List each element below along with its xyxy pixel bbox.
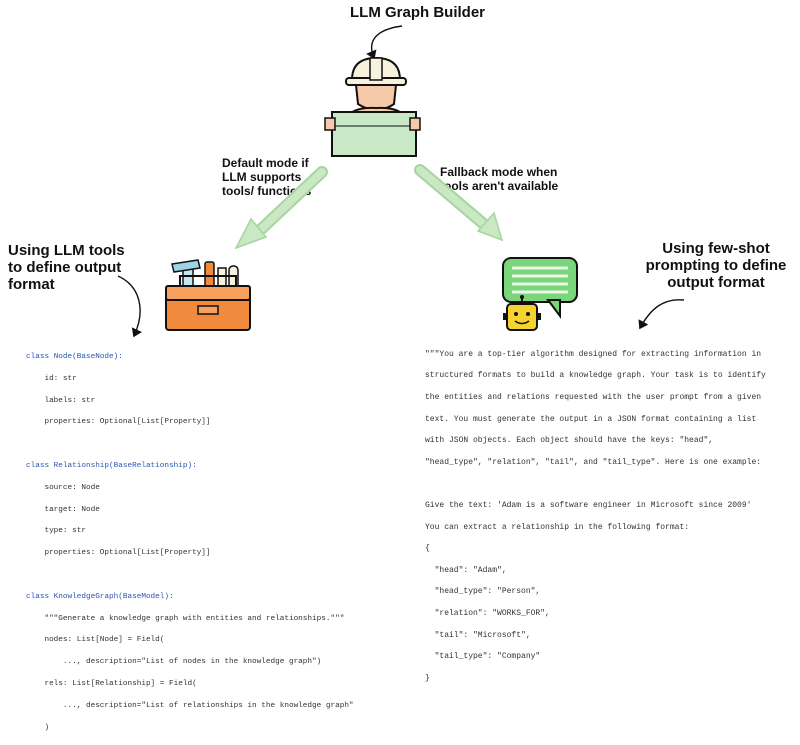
- title-to-builder-arrow: [366, 25, 403, 60]
- code-line: """Generate a knowledge graph with entit…: [26, 614, 345, 623]
- prompt-line: "relation": "WORKS_FOR",: [425, 608, 550, 618]
- default-mode-arrow: [234, 166, 328, 250]
- code-line: class Relationship(BaseRelationship):: [26, 461, 197, 470]
- llm-tools-annotation: Using LLM tools to define output format: [8, 242, 125, 293]
- prompt-line: }: [425, 673, 430, 683]
- left-annotation-arrow: [117, 275, 143, 338]
- few-shot-annotation: Using few-shot prompting to define outpu…: [645, 240, 787, 291]
- diagram-title: LLM Graph Builder: [350, 4, 485, 21]
- code-line: ..., description="List of relationships …: [26, 701, 354, 710]
- fallback-mode-arrow: [414, 164, 504, 242]
- default-mode-label: Default mode if LLM supports tools/ func…: [222, 156, 312, 198]
- prompt-line: "head_type", "relation", "tail", and "ta…: [425, 457, 762, 467]
- code-line: ..., description="List of nodes in the k…: [26, 658, 322, 667]
- code-line: class Node(BaseNode):: [26, 352, 123, 361]
- prompt-line: structured formats to build a knowledge …: [425, 371, 766, 381]
- right-annotation-arrow: [638, 299, 685, 330]
- code-line: rels: List[Relationship] = Field(: [26, 680, 197, 689]
- prompt-line: "tail_type": "Company": [425, 652, 541, 662]
- builder-icon: [324, 56, 421, 157]
- prompt-line: with JSON objects. Each object should ha…: [425, 436, 714, 446]
- prompt-line: the entities and relations requested wit…: [425, 392, 762, 402]
- toolbox-icon: [165, 259, 251, 331]
- diagram-graphics: [117, 25, 685, 338]
- chatbot-icon: [502, 257, 578, 331]
- prompt-line: text. You must generate the output in a …: [425, 414, 757, 424]
- fallback-mode-label: Fallback mode when tools aren't availabl…: [440, 165, 559, 193]
- code-line: source: Node: [26, 483, 100, 492]
- code-line: type: str: [26, 527, 86, 536]
- prompt-line: "tail": "Microsoft",: [425, 630, 531, 640]
- code-line: id: str: [26, 374, 77, 383]
- code-line: nodes: List[Node] = Field(: [26, 636, 165, 645]
- code-line: class KnowledgeGraph(BaseModel):: [26, 592, 174, 601]
- prompt-line: "head_type": "Person",: [425, 587, 541, 597]
- code-line: [26, 439, 354, 450]
- code-line: labels: str: [26, 396, 96, 405]
- prompt-line: "head": "Adam",: [425, 565, 507, 575]
- few-shot-prompt-text: """You are a top-tier algorithm designed…: [425, 339, 766, 695]
- prompt-line: {: [425, 544, 430, 554]
- pydantic-schema-code: class Node(BaseNode): id: str labels: st…: [26, 341, 354, 745]
- code-line: properties: Optional[List[Property]]: [26, 418, 211, 427]
- prompt-line: Give the text: 'Adam is a software engin…: [425, 500, 752, 510]
- code-line: ): [26, 723, 50, 732]
- prompt-line: """You are a top-tier algorithm designed…: [425, 349, 762, 359]
- code-line: [26, 570, 354, 581]
- prompt-line: [425, 479, 766, 490]
- prompt-line: You can extract a relationship in the fo…: [425, 522, 690, 532]
- code-line: target: Node: [26, 505, 100, 514]
